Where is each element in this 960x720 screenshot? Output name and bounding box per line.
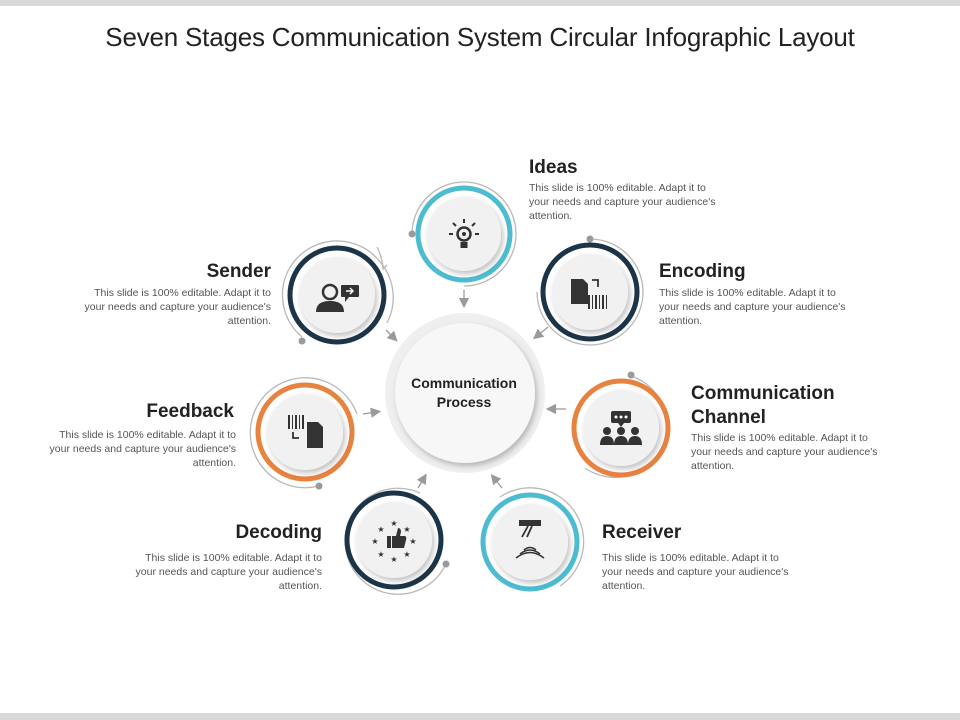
svg-text:★: ★ — [403, 525, 410, 534]
stage-title-ideas: Ideas — [529, 157, 578, 178]
lightbulb-icon — [449, 219, 479, 248]
stage-desc-ideas: This slide is 100% editable. Adapt it to… — [529, 182, 716, 223]
top-border — [0, 0, 960, 6]
svg-text:★: ★ — [377, 550, 384, 559]
stage-title-receiver: Receiver — [602, 522, 682, 543]
stage-desc-receiver: This slide is 100% editable. Adapt it to… — [602, 552, 789, 593]
stage-title-channel-line1: Communication — [691, 383, 835, 404]
barcode-document-icon — [288, 415, 323, 448]
stage-desc-encoding: This slide is 100% editable. Adapt it to… — [659, 287, 846, 328]
stage-title-channel: Communication Channel — [691, 382, 835, 430]
stage-desc-sender: This slide is 100% editable. Adapt it to… — [84, 287, 271, 328]
document-barcode-icon — [571, 279, 607, 309]
svg-text:★: ★ — [403, 550, 410, 559]
signal-receiver-icon — [515, 520, 545, 559]
stage-desc-channel: This slide is 100% editable. Adapt it to… — [691, 432, 878, 473]
svg-text:★: ★ — [377, 525, 384, 534]
stage-desc-decoding: This slide is 100% editable. Adapt it to… — [135, 552, 322, 593]
svg-text:★: ★ — [371, 537, 378, 546]
stage-title-feedback: Feedback — [146, 401, 234, 422]
slide-title: Seven Stages Communication System Circul… — [105, 22, 855, 52]
group-chat-icon — [600, 411, 642, 445]
stage-title-decoding: Decoding — [235, 522, 322, 543]
stage-title-channel-line2: Channel — [691, 406, 766, 428]
stage-node-receiver — [480, 487, 585, 592]
person-message-icon — [316, 283, 359, 312]
center-label-line1: Communication — [411, 375, 517, 391]
stage-desc-feedback: This slide is 100% editable. Adapt it to… — [49, 429, 236, 470]
stage-node-encoding — [536, 235, 644, 346]
svg-text:★: ★ — [390, 519, 397, 528]
svg-text:★: ★ — [409, 537, 416, 546]
svg-text:★: ★ — [390, 555, 397, 564]
thumbs-up-stars-icon: ★ ★ ★ ★ ★ ★ ★ ★ — [371, 519, 416, 564]
center-label-line2: Process — [436, 393, 492, 410]
stage-title-encoding: Encoding — [659, 261, 746, 282]
flow-arrows — [362, 290, 566, 489]
center-circle — [385, 313, 545, 473]
stage-title-sender: Sender — [206, 261, 271, 282]
stage-node-feedback — [249, 377, 358, 490]
center-label: Communication Process — [399, 374, 529, 412]
bottom-border — [0, 713, 960, 720]
